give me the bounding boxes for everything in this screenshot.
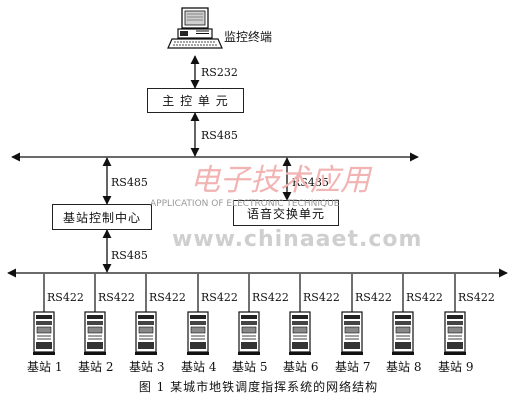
rs422-label: RS422	[149, 291, 186, 304]
station-label: 基站 6	[283, 360, 319, 374]
master-control-unit: 主 控 单 元	[147, 88, 244, 113]
master-control-label: 主 控 单 元	[162, 94, 229, 108]
rs485-center-label: RS485	[111, 176, 148, 189]
rs485-lower-label: RS485	[111, 249, 148, 262]
rs422-label: RS422	[458, 291, 495, 304]
rs422-label: RS422	[355, 291, 392, 304]
server-icon	[444, 311, 466, 355]
server-icon	[289, 311, 311, 355]
station-label: 基站 8	[386, 360, 422, 374]
station-label: 基站 3	[129, 360, 165, 374]
voice-switch-label: 语音交换单元	[246, 206, 325, 221]
rs232-label: RS232	[201, 66, 238, 79]
station-label: 基站 5	[232, 360, 268, 374]
figure-caption: 图 1 某城市地铁调度指挥系统的网络结构	[138, 380, 379, 394]
rs422-label: RS422	[47, 291, 84, 304]
station-label: 基站 4	[181, 360, 217, 374]
station-label: 基站 9	[438, 360, 474, 374]
base-center-label: 基站控制中心	[62, 210, 141, 225]
station-label: 基站 1	[27, 360, 63, 374]
server-icon	[341, 311, 363, 355]
server-icon	[392, 311, 414, 355]
rs422-label: RS422	[252, 291, 289, 304]
computer-icon	[167, 7, 223, 49]
station-servers	[33, 311, 466, 355]
server-icon	[33, 311, 55, 355]
terminal-label: 监控终端	[224, 30, 273, 44]
rs422-label: RS422	[98, 291, 135, 304]
server-icon	[187, 311, 209, 355]
server-icon	[84, 311, 106, 355]
station-label: 基站 2	[78, 360, 114, 374]
server-icon	[135, 311, 157, 355]
station-label: 基站 7	[335, 360, 371, 374]
base-station-control-center: 基站控制中心	[52, 204, 152, 230]
rs485-voice-label: RS485	[292, 176, 329, 189]
server-icon	[238, 311, 260, 355]
rs485-master-label: RS485	[201, 129, 238, 142]
rs422-label: RS422	[201, 291, 238, 304]
rs422-label: RS422	[303, 291, 340, 304]
station-drops	[43, 274, 456, 312]
rs422-label: RS422	[406, 291, 443, 304]
voice-switch-unit: 语音交换单元	[233, 200, 339, 226]
